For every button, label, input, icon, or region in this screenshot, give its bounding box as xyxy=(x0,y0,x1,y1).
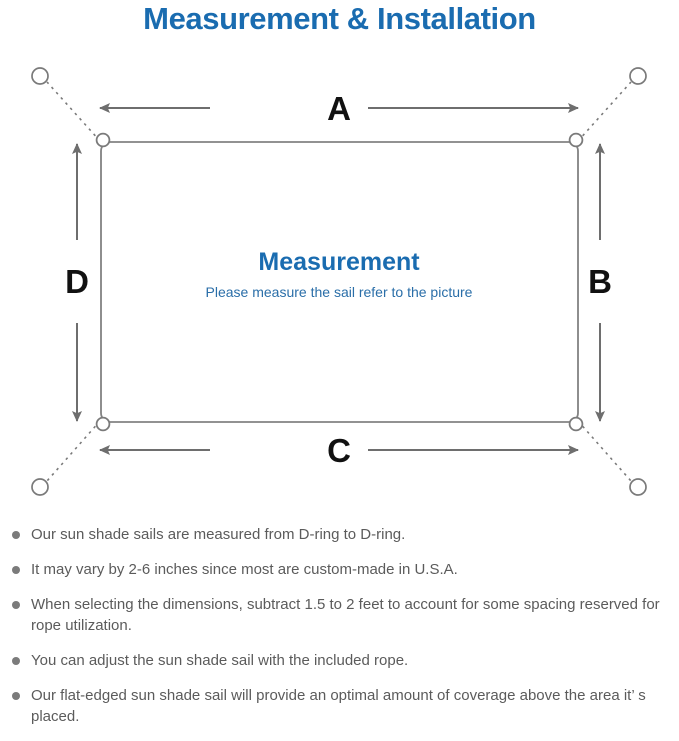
rope-line-top-left xyxy=(46,81,101,142)
list-item-text: Our sun shade sails are measured from D-… xyxy=(31,526,406,543)
anchor-point-bottom-left-icon xyxy=(31,478,49,496)
dimension-A: A xyxy=(99,90,579,127)
anchor-point-bottom-right-icon xyxy=(629,478,647,496)
list-item: You can adjust the sun shade sail with t… xyxy=(0,650,679,671)
bullet-icon xyxy=(12,601,20,609)
sail-center-title: Measurement xyxy=(258,248,420,276)
dimension-D-label: D xyxy=(65,263,89,300)
list-item: Our sun shade sails are measured from D-… xyxy=(0,524,679,545)
list-item: It may vary by 2-6 inches since most are… xyxy=(0,559,679,580)
d-ring-top-right-icon xyxy=(568,132,584,148)
sail-center-subtitle: Please measure the sail refer to the pic… xyxy=(206,284,473,300)
list-item-text: It may vary by 2-6 inches since most are… xyxy=(31,561,458,578)
list-item-text: When selecting the dimensions, subtract … xyxy=(31,596,660,634)
bullet-icon xyxy=(12,657,20,665)
d-ring-bottom-right-icon xyxy=(568,416,584,432)
anchor-points xyxy=(31,67,647,496)
bullet-icon xyxy=(12,531,20,539)
dimension-C-label: C xyxy=(327,432,351,469)
dimension-A-label: A xyxy=(327,90,351,127)
bullet-icon xyxy=(12,692,20,700)
list-item: When selecting the dimensions, subtract … xyxy=(0,594,679,636)
measurement-diagram: A C D B Measurement Please measure the s… xyxy=(0,40,679,520)
rope-line-bottom-left xyxy=(46,420,101,482)
notes-list: Our sun shade sails are measured from D-… xyxy=(0,524,679,741)
list-item-text: Our flat-edged sun shade sail will provi… xyxy=(31,687,646,725)
d-ring-bottom-left-icon xyxy=(95,416,111,432)
rope-line-bottom-right xyxy=(577,420,632,482)
dimension-B: B xyxy=(588,143,612,422)
list-item-text: You can adjust the sun shade sail with t… xyxy=(31,652,409,669)
rope-line-top-right xyxy=(577,81,632,142)
anchor-point-top-left-icon xyxy=(31,67,49,85)
dimension-D: D xyxy=(65,143,89,422)
d-rings xyxy=(95,132,584,432)
anchor-point-top-right-icon xyxy=(629,67,647,85)
sail-rectangle xyxy=(100,141,579,423)
list-item: Our flat-edged sun shade sail will provi… xyxy=(0,685,679,727)
d-ring-top-left-icon xyxy=(95,132,111,148)
dimension-B-label: B xyxy=(588,263,612,300)
page-title: Measurement & Installation xyxy=(143,1,536,36)
bullet-icon xyxy=(12,566,20,574)
dimension-C: C xyxy=(99,432,579,469)
